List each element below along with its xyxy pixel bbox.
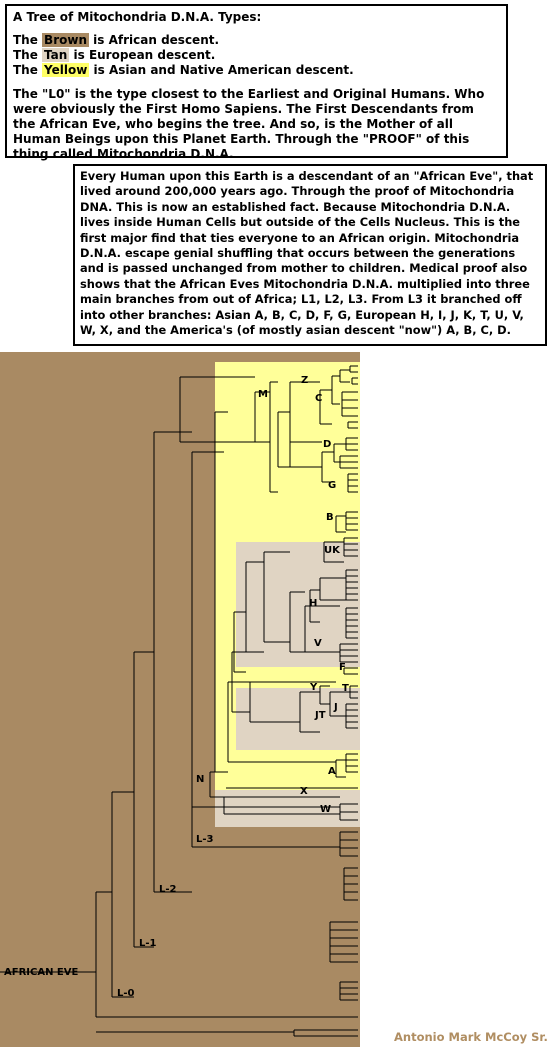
label-A: A	[328, 766, 336, 777]
label-Y: Y	[309, 682, 318, 693]
label-B: B	[326, 512, 334, 523]
legend-row-yellow: The Yellow is Asian and Native American …	[13, 63, 354, 77]
label-G: G	[328, 480, 336, 491]
label-L0: L-0	[117, 988, 135, 999]
label-V: V	[314, 638, 322, 649]
label-H: H	[309, 598, 317, 609]
european-region-hv	[236, 542, 360, 667]
european-region-w	[215, 790, 360, 827]
yellow-swatch: Yellow	[42, 63, 90, 77]
label-L1: L-1	[139, 938, 157, 949]
label-M: M	[258, 389, 268, 400]
label-J: J	[333, 702, 338, 713]
label-Z: Z	[301, 375, 308, 386]
label-W: W	[320, 804, 331, 815]
label-F: F	[339, 662, 346, 673]
label-L3: L-3	[196, 834, 214, 845]
mtdna-tree-diagram: M Z C D G B UK H V F Y T J JT A N X W L-…	[0, 352, 360, 1047]
label-X: X	[300, 786, 308, 797]
european-region-jt	[236, 688, 360, 750]
legend-box: A Tree of Mitochondria D.N.A. Types: The…	[5, 4, 508, 161]
label-african-eve: AFRICAN EVE	[4, 967, 78, 978]
label-D: D	[323, 439, 331, 450]
info-box: Every Human upon this Earth is a descend…	[73, 164, 547, 346]
label-L2: L-2	[159, 884, 177, 895]
tree-branches	[0, 365, 358, 1037]
author-credit: Antonio Mark McCoy Sr.	[394, 1030, 548, 1044]
info-text: Every Human upon this Earth is a descend…	[80, 169, 534, 338]
legend-row-tan: The Tan is European descent.	[13, 48, 216, 62]
label-N: N	[196, 774, 204, 785]
l0-paragraph: The "L0" is the type closest to the Earl…	[13, 87, 485, 161]
legend-row-brown: The Brown is African descent.	[13, 33, 220, 47]
label-JT: JT	[314, 710, 326, 721]
label-C: C	[315, 393, 322, 404]
legend-title: A Tree of Mitochondria D.N.A. Types:	[13, 10, 262, 24]
brown-swatch: Brown	[42, 33, 89, 47]
label-T: T	[342, 683, 349, 694]
tan-swatch: Tan	[42, 48, 70, 62]
label-UK: UK	[324, 545, 341, 556]
